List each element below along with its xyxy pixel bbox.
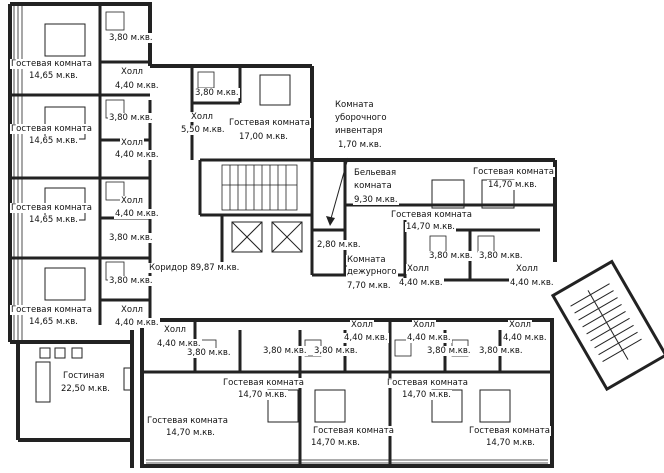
bath-l1-area: 3,80 м.кв. <box>108 33 154 43</box>
guest-room-4-name: Гостевая комната <box>10 305 93 315</box>
linen-line2: комната <box>353 181 393 191</box>
guest-r-top-name: Гостевая комната <box>472 167 555 177</box>
guest-room-1-area: 14,65 м.кв. <box>28 71 79 81</box>
duty-line2: дежурного <box>346 267 398 277</box>
hall-l1-area: 4,40 м.кв. <box>114 81 160 91</box>
cleaning-area: 1,70 м.кв. <box>338 140 382 150</box>
hall-r2-area: 4,40 м.кв. <box>509 278 555 288</box>
cleaning-line1: Комната <box>335 100 374 110</box>
guest-room-1-name: Гостевая комната <box>10 59 93 69</box>
hall-r2-name: Холл <box>515 264 539 274</box>
guest-r-top-area: 14,70 м.кв. <box>487 180 538 190</box>
bot-bath-4-area: 3,80 м.кв. <box>426 346 472 356</box>
hall-l3-name: Холл <box>120 196 144 206</box>
linen-area: 9,30 м.кв. <box>353 195 399 205</box>
bot-guest-1-area: 14,70 м.кв. <box>237 390 288 400</box>
top-guest-name: Гостевая комната <box>228 118 311 128</box>
bot-guest-3-area: 14,70 м.кв. <box>165 428 216 438</box>
outer-walls <box>8 2 557 468</box>
cleaning-line2: уборочного <box>335 113 387 123</box>
guest-room-3-area: 14,65 м.кв. <box>28 215 79 225</box>
guest-room-2-area: 14,65 м.кв. <box>28 136 79 146</box>
bot-guest-5-name: Гостевая комната <box>468 426 551 436</box>
bot-hall-3-area: 4,40 м.кв. <box>406 333 452 343</box>
bot-bath-1-area: 3,80 м.кв. <box>186 348 232 358</box>
bath-l3-area: 3,80 м.кв. <box>108 233 154 243</box>
guest-r-mid-name: Гостевая комната <box>390 210 473 220</box>
bot-guest-4-name: Гостевая комната <box>312 426 395 436</box>
bot-hall-1-name: Холл <box>163 325 187 335</box>
bot-guest-2-area: 14,70 м.кв. <box>401 390 452 400</box>
stairs-right <box>550 259 664 392</box>
bot-hall-2-area: 4,40 м.кв. <box>343 333 389 343</box>
guest-room-4-area: 14,65 м.кв. <box>28 317 79 327</box>
bath-r2-area: 3,80 м.кв. <box>478 251 524 261</box>
bath-l4-area: 3,80 м.кв. <box>108 276 154 286</box>
stairs <box>221 164 298 211</box>
hall-r1-area: 4,40 м.кв. <box>398 278 444 288</box>
bot-bath-2-area: 3,80 м.кв. <box>262 346 308 356</box>
living-furniture <box>35 347 133 403</box>
duty-area: 7,70 м.кв. <box>346 281 392 291</box>
bath-r1-area: 3,80 м.кв. <box>428 251 474 261</box>
elevators <box>231 221 303 253</box>
hall-l3-area: 4,40 м.кв. <box>114 209 160 219</box>
living-name: Гостиная <box>62 371 106 381</box>
bot-guest-2-name: Гостевая комната <box>386 378 469 388</box>
living-area: 22,50 м.кв. <box>60 384 111 394</box>
cleaning-line3: инвентаря <box>335 126 383 136</box>
bot-bath-3-area: 3,80 м.кв. <box>313 346 359 356</box>
bot-bath-5-area: 3,80 м.кв. <box>478 346 524 356</box>
hall-l4-area: 4,40 м.кв. <box>114 318 160 328</box>
bot-hall-1-area: 4,40 м.кв. <box>156 339 202 349</box>
bot-hall-3-name: Холл <box>412 320 436 330</box>
guest-room-2-name: Гостевая комната <box>10 124 93 134</box>
bot-hall-4-area: 4,40 м.кв. <box>502 333 548 343</box>
top-hall-area: 5,50 м.кв. <box>180 125 226 135</box>
bot-guest-5-area: 14,70 м.кв. <box>485 438 536 448</box>
guest-room-3-name: Гостевая комната <box>10 203 93 213</box>
bot-guest-1-name: Гостевая комната <box>222 378 305 388</box>
hall-l2-name: Холл <box>120 138 144 148</box>
linen-line1: Бельевая <box>353 168 398 178</box>
bot-guest-3-name: Гостевая комната <box>146 416 229 426</box>
hall-r1-name: Холл <box>406 264 430 274</box>
top-guest-area: 17,00 м.кв. <box>238 132 289 142</box>
bot-hall-4-name: Холл <box>508 320 532 330</box>
corridor-label: Коридор 89,87 м.кв. <box>148 263 241 273</box>
guest-r-mid-area: 14,70 м.кв. <box>405 222 456 232</box>
callout-arrow <box>329 157 349 223</box>
hall-l4-name: Холл <box>120 305 144 315</box>
bot-guest-4-area: 14,70 м.кв. <box>310 438 361 448</box>
top-hall-name: Холл <box>190 112 214 122</box>
duty-line1: Комната <box>346 255 387 265</box>
top-bath-area: 3,80 м.кв. <box>194 88 240 98</box>
bathroom-fixtures <box>105 11 495 357</box>
hall-l2-area: 4,40 м.кв. <box>114 150 160 160</box>
bot-hall-2-name: Холл <box>350 320 374 330</box>
hall-l1-name: Холл <box>120 67 144 77</box>
small-room-area: 2,80 м.кв. <box>316 240 362 250</box>
bath-l2-area: 3,80 м.кв. <box>108 113 154 123</box>
